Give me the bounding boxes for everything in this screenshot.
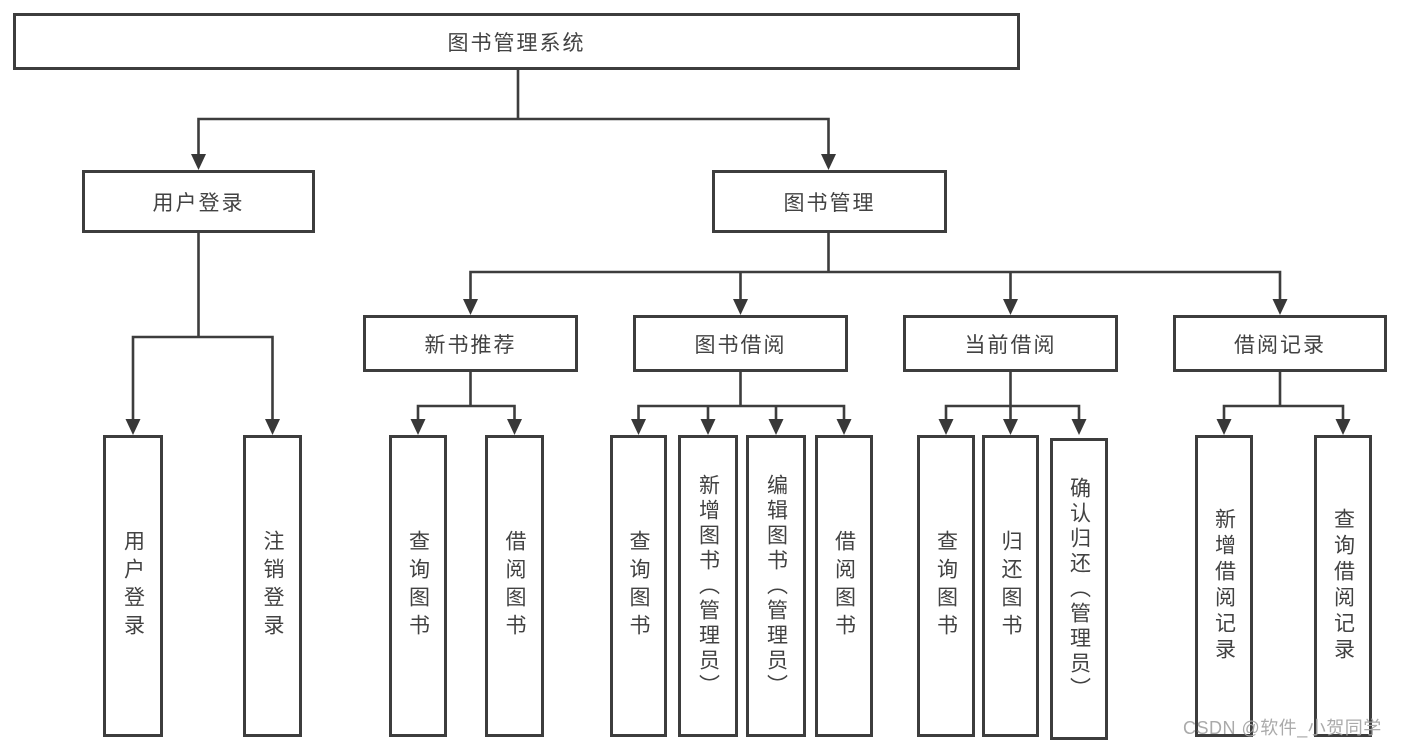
node-nb-borrow-books: 借阅图书 <box>485 435 544 737</box>
node-nb-query-books: 查询图书 <box>389 435 447 737</box>
connector-root-branch <box>191 68 836 170</box>
node-root: 图书管理系统 <box>13 13 1020 70</box>
node-user-login-leaf: 用户登录 <box>103 435 163 737</box>
node-cb-return-books: 归还图书 <box>982 435 1039 737</box>
node-book-management: 图书管理 <box>712 170 947 233</box>
leaf-label: 新增借阅记录 <box>1212 508 1236 664</box>
node-bb-query-books: 查询图书 <box>610 435 667 737</box>
leaf-label: 查询图书 <box>934 530 958 642</box>
node-cb-confirm-return: 确认归还（管理员） <box>1050 438 1108 740</box>
arrowhead-icon <box>631 419 646 435</box>
arrowhead-icon <box>125 419 141 435</box>
connector-book-management-branch <box>463 231 1288 315</box>
node-cb-query-books: 查询图书 <box>917 435 975 737</box>
leaf-label: 借阅图书 <box>832 530 856 642</box>
connector-book-borrow-branch <box>631 370 852 435</box>
arrowhead-icon <box>191 154 206 170</box>
leaf-label: 查询借阅记录 <box>1331 508 1355 664</box>
arrowhead-icon <box>1003 419 1018 435</box>
node-br-add-record: 新增借阅记录 <box>1195 435 1253 737</box>
node-br-query-record: 查询借阅记录 <box>1314 435 1372 737</box>
node-borrow-records: 借阅记录 <box>1173 315 1387 372</box>
leaf-label: 借阅图书 <box>503 530 526 642</box>
arrowhead-icon <box>463 299 478 315</box>
connector-user-login-branch <box>125 231 280 435</box>
node-bb-borrow-books: 借阅图书 <box>815 435 873 737</box>
leaf-label: 注销登录 <box>261 530 284 642</box>
leaf-label: 归还图书 <box>999 530 1022 642</box>
node-user-login-branch: 用户登录 <box>82 170 315 233</box>
arrowhead-icon <box>265 419 280 435</box>
connector-borrow-records-branch <box>1216 370 1351 435</box>
arrowhead-icon <box>1335 419 1351 435</box>
leaf-label: 查询图书 <box>627 530 650 642</box>
connector-new-book-branch <box>410 370 522 435</box>
arrowhead-icon <box>768 419 784 435</box>
node-bb-edit-books: 编辑图书（管理员） <box>746 435 806 737</box>
arrowhead-icon <box>410 419 426 435</box>
arrowhead-icon <box>1071 419 1087 435</box>
leaf-label: 确认归还（管理员） <box>1067 476 1091 702</box>
arrowhead-icon <box>733 299 748 315</box>
node-bb-add-books: 新增图书（管理员） <box>678 435 738 737</box>
connector-current-borrow-branch <box>938 370 1087 435</box>
arrowhead-icon <box>1272 299 1288 315</box>
arrowhead-icon <box>836 419 852 435</box>
leaf-label: 编辑图书（管理员） <box>764 473 788 699</box>
leaf-label: 用户登录 <box>121 530 145 642</box>
arrowhead-icon <box>938 419 954 435</box>
node-book-borrow: 图书借阅 <box>633 315 848 372</box>
arrowhead-icon <box>700 419 716 435</box>
csdn-watermark: CSDN @软件_小贺同学 <box>1183 718 1382 738</box>
leaf-label: 查询图书 <box>406 530 430 642</box>
arrowhead-icon <box>1003 299 1018 315</box>
node-logout-leaf: 注销登录 <box>243 435 302 737</box>
leaf-label: 新增图书（管理员） <box>696 473 720 699</box>
arrowhead-icon <box>507 419 522 435</box>
node-new-book-recommend: 新书推荐 <box>363 315 578 372</box>
arrowhead-icon <box>1216 419 1232 435</box>
node-current-borrow: 当前借阅 <box>903 315 1118 372</box>
arrowhead-icon <box>821 154 836 170</box>
